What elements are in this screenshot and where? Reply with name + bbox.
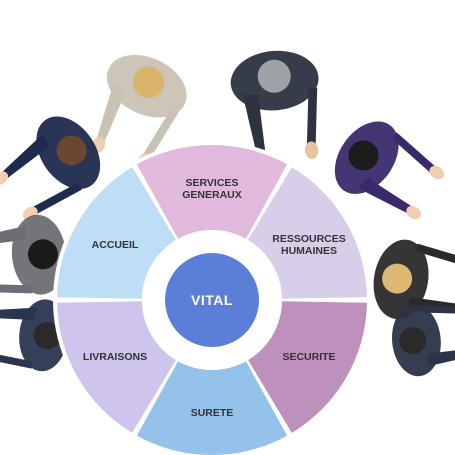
arm xyxy=(31,183,82,215)
wheel-segment[interactable] xyxy=(136,145,288,239)
segment-label: SURETE xyxy=(191,407,234,419)
arm xyxy=(96,82,127,143)
arm xyxy=(392,132,436,174)
people-layer xyxy=(0,50,455,377)
arm xyxy=(242,94,266,156)
head xyxy=(132,66,165,99)
head xyxy=(33,322,61,350)
arm xyxy=(0,225,27,247)
person-right-top xyxy=(334,121,445,220)
wheel-segment[interactable] xyxy=(57,301,176,433)
arm xyxy=(357,177,413,214)
arm xyxy=(0,307,37,321)
wheel-segment[interactable] xyxy=(57,167,176,299)
person-top-left xyxy=(91,54,187,170)
head xyxy=(27,239,58,270)
center-label: VITAL xyxy=(191,292,233,308)
segment-label: LIVRAISONS xyxy=(83,351,147,363)
hand xyxy=(429,165,445,180)
head xyxy=(348,140,379,171)
arm xyxy=(306,87,318,147)
center-circle[interactable] xyxy=(165,253,259,347)
head xyxy=(399,327,427,355)
hand xyxy=(0,171,9,185)
person-left xyxy=(0,214,67,295)
arm xyxy=(0,351,33,369)
head xyxy=(56,135,87,166)
segment-label: SECURITE xyxy=(282,351,335,363)
wheel-segment[interactable] xyxy=(136,361,288,455)
arm xyxy=(422,305,455,314)
arm xyxy=(1,133,50,180)
arm xyxy=(427,347,455,367)
person-right-bottom xyxy=(392,304,455,377)
hand xyxy=(406,205,422,220)
arm xyxy=(0,283,33,294)
hand xyxy=(305,141,319,160)
head xyxy=(382,263,413,294)
wheel-segment[interactable] xyxy=(248,167,367,299)
wheel-segment[interactable] xyxy=(248,301,367,433)
head xyxy=(257,59,291,93)
arm xyxy=(142,109,179,160)
segment-label: ACCUEIL xyxy=(92,239,139,251)
